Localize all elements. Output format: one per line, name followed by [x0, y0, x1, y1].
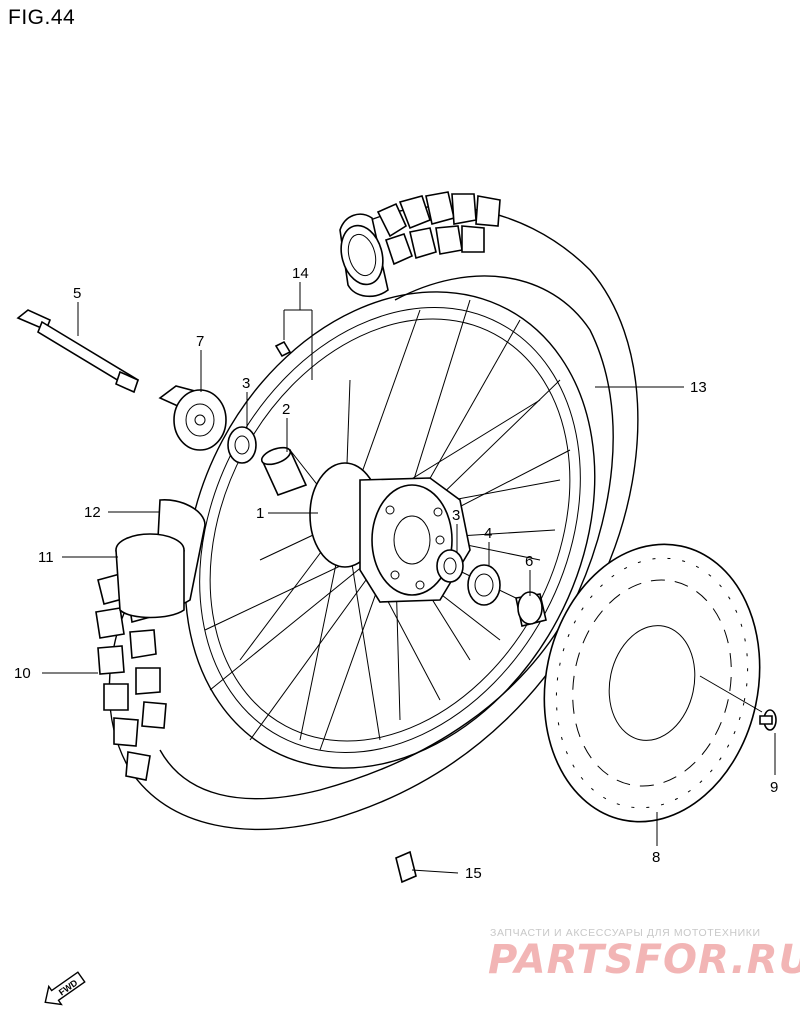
watermark-tagline: ЗАПЧАСТИ И АКСЕССУАРЫ ДЛЯ МОТОТЕХНИКИ	[490, 927, 761, 939]
callout-7: 7	[196, 333, 204, 350]
front-axle	[16, 309, 139, 394]
callout-2: 2	[282, 401, 290, 418]
callout-9: 9	[770, 779, 778, 796]
callout-8: 8	[652, 849, 660, 866]
leader-lines	[42, 282, 776, 874]
callout-4: 4	[484, 525, 492, 542]
bearing-right	[436, 549, 464, 583]
callout-5: 5	[73, 285, 81, 302]
callout-11: 11	[38, 549, 54, 566]
figure-title: FIG.44	[8, 6, 76, 29]
callout-1: 1	[256, 505, 264, 522]
clip	[395, 850, 417, 884]
spoke-nipple	[274, 340, 292, 358]
rim-band-and-tube	[115, 499, 206, 619]
callout-12: 12	[84, 504, 101, 521]
collar	[515, 591, 547, 627]
callout-13: 13	[690, 379, 707, 396]
callout-3-right: 3	[452, 507, 460, 524]
callout-labels: 1 2 3 3 4 5 6 7 8 9 10 11 12 13 14 15	[14, 265, 778, 882]
callout-15: 15	[465, 865, 482, 882]
forward-arrow-icon: FWD	[44, 971, 86, 1006]
tire-tread-top	[339, 191, 501, 298]
watermark-logo: PARTSFOR.RU	[488, 937, 800, 983]
callout-10: 10	[14, 665, 31, 682]
brake-disc	[543, 543, 761, 823]
oil-seal	[467, 564, 501, 606]
disc-bolt	[759, 709, 777, 731]
spacer	[260, 446, 308, 497]
callout-3-left: 3	[242, 375, 250, 392]
bearing-left	[227, 426, 257, 464]
callout-14: 14	[292, 265, 309, 282]
speedometer-gearbox	[158, 385, 227, 451]
callout-6: 6	[525, 553, 533, 570]
